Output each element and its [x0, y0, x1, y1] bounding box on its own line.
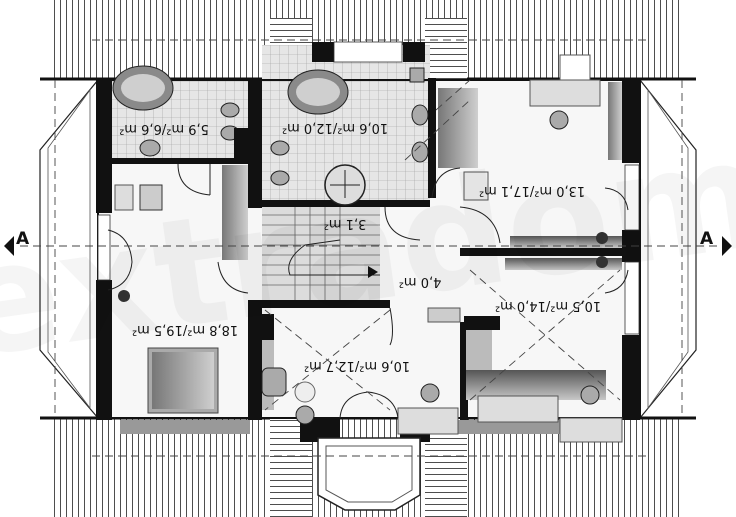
room-area-bedroom-east: 10,5 m²/14,0 m²: [495, 298, 601, 313]
section-marker-east: A: [700, 229, 732, 256]
balcony-south: [317, 437, 421, 511]
plant-icon: [118, 232, 608, 302]
shower-icon: [324, 164, 366, 206]
bathtub-icon: [112, 65, 349, 115]
furniture: [114, 54, 623, 443]
dashed-guides: [20, 39, 720, 457]
room-area-bedroom-south: 10,6 m²/12,7 m²: [304, 358, 410, 373]
room-area-stairs: 3,1 m²: [324, 216, 367, 231]
chair-icon: [261, 110, 600, 425]
stair-area: [262, 205, 380, 300]
stair-arrow-icon: [368, 266, 378, 278]
stove-icon: [234, 128, 500, 340]
windows: [97, 41, 640, 335]
staircase: [262, 205, 380, 300]
room-area-bath-main: 10,6 m²/12,0 m²: [282, 120, 388, 135]
table-icon: [294, 381, 316, 403]
section-marker-west: A: [4, 229, 30, 256]
room-area-bedroom-ne: 13,0 m²/17,1 m²: [479, 183, 585, 198]
room-area-bedroom-west: 18,8 m²/19,5 m²: [132, 322, 238, 337]
room-area-bath-small: 5,9 m²/6,6 m²: [119, 121, 209, 136]
svg-text:A: A: [16, 229, 30, 249]
toilet-icon: [139, 67, 429, 186]
doors[interactable]: [107, 163, 629, 419]
svg-text:A: A: [700, 229, 714, 249]
room-area-hall: 4,0 m²: [399, 274, 442, 289]
